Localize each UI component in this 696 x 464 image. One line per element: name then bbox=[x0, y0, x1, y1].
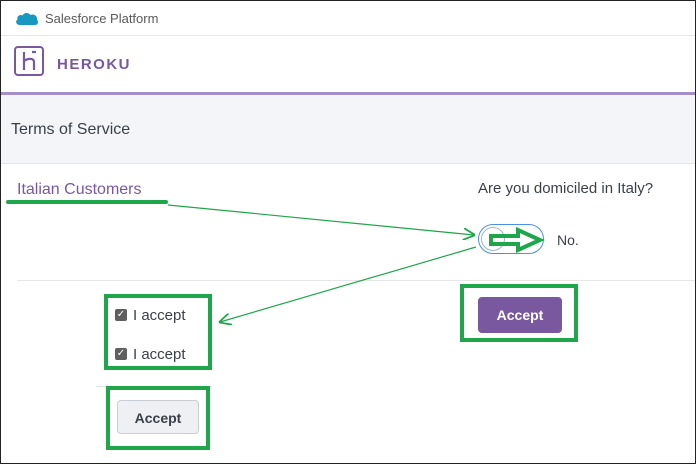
section-title: Terms of Service bbox=[11, 121, 131, 138]
italian-customers-link[interactable]: Italian Customers bbox=[17, 181, 142, 198]
accept-button-primary[interactable]: Accept bbox=[478, 297, 562, 333]
checkbox-checked-icon[interactable]: ✓ bbox=[115, 309, 127, 321]
toggle-knob bbox=[481, 227, 505, 251]
salesforce-cloud-icon bbox=[16, 12, 39, 25]
annotation-box-secondary-accept bbox=[106, 386, 210, 450]
annotation-box-checkboxes bbox=[104, 294, 212, 370]
checkbox-checked-icon[interactable]: ✓ bbox=[115, 348, 127, 360]
checkbox-label: I accept bbox=[133, 345, 186, 363]
accept-checkbox-2[interactable]: ✓ I accept bbox=[115, 345, 186, 363]
divider bbox=[17, 280, 695, 281]
heroku-brand-name: HEROKU bbox=[57, 56, 132, 73]
heroku-header: HEROKU bbox=[1, 36, 695, 95]
accept-button-secondary[interactable]: Accept bbox=[117, 400, 199, 434]
domicile-question: Are you domiciled in Italy? bbox=[478, 180, 654, 197]
terms-of-service-header: Terms of Service bbox=[1, 95, 695, 164]
accept-checkbox-1[interactable]: ✓ I accept bbox=[115, 306, 186, 324]
checkbox-label: I accept bbox=[133, 306, 186, 324]
annotation-underline bbox=[6, 200, 168, 204]
platform-title: Salesforce Platform bbox=[45, 11, 159, 26]
platform-header: Salesforce Platform bbox=[1, 1, 695, 36]
toggle-label: No. bbox=[557, 232, 579, 248]
annotation-arrow-icon bbox=[489, 227, 545, 253]
heroku-logo-icon[interactable] bbox=[14, 46, 44, 76]
